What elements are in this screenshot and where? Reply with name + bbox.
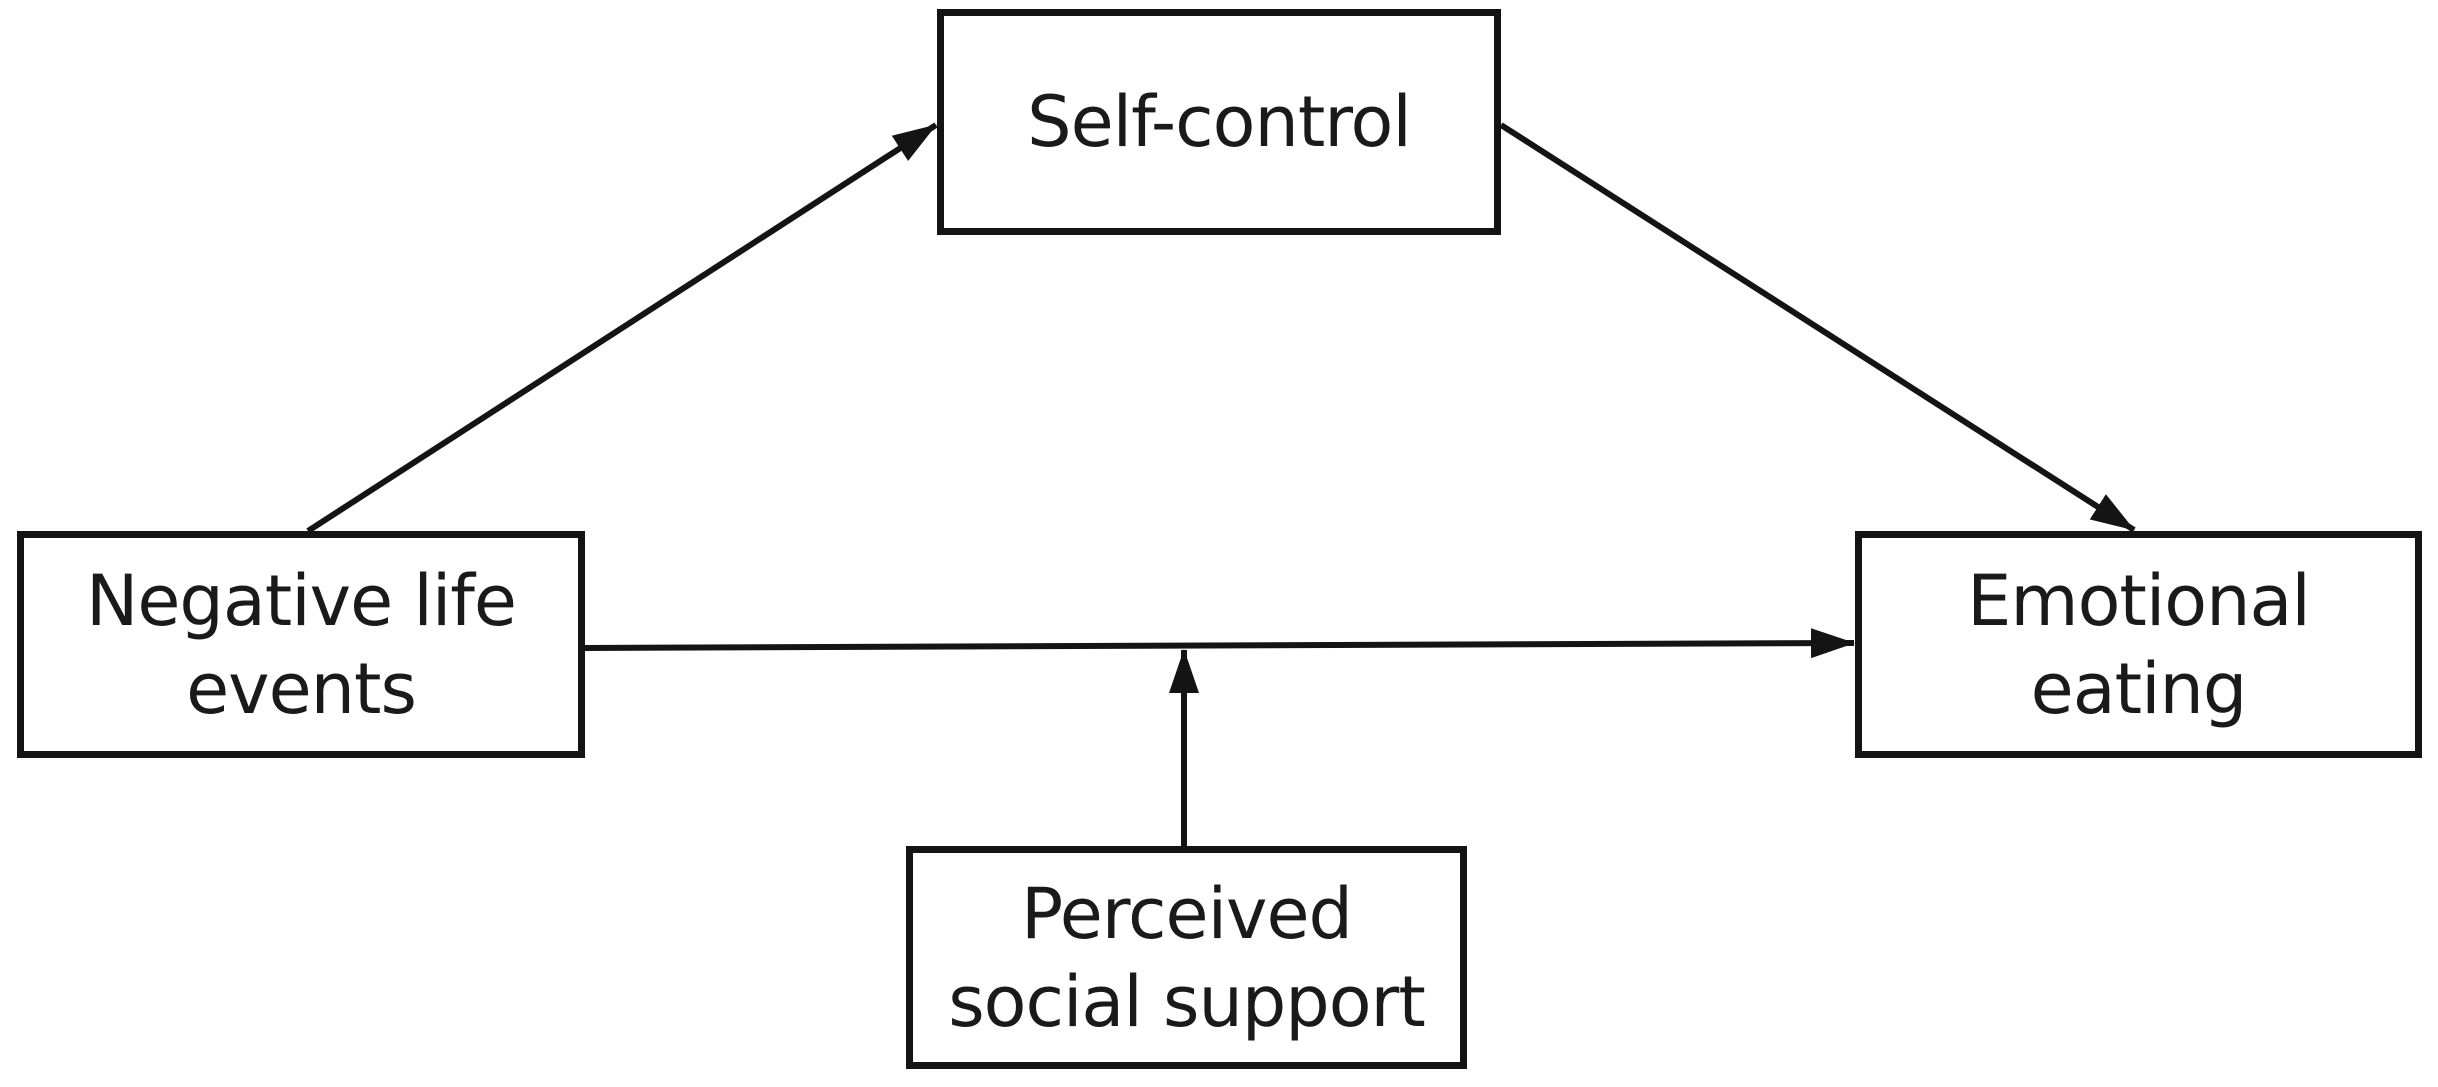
node-perceived-social-support: Perceived social support [906,846,1467,1069]
node-perceived-social-support-label-line-2: social support [948,960,1426,1043]
arrow-self-control-to-emotional-eating [1499,122,2136,533]
node-negative-life-events-label-line-2: events [186,647,417,730]
arrow-negative-life-events-to-self-control [306,122,938,534]
arrow-negative-life-events-to-emotional-eating [584,628,1855,659]
node-self-control-label-line-1: Self-control [1027,81,1412,163]
node-emotional-eating-label-line-1: Emotional [1967,559,2311,642]
node-negative-life-events-label-line-1: Negative life [85,559,517,642]
node-emotional-eating-label-line-2: eating [2030,647,2248,730]
node-perceived-social-support-label-line-1: Perceived [1021,872,1353,955]
node-negative-life-events: Negative life events [17,531,585,758]
node-self-control: Self-control [937,9,1501,235]
node-emotional-eating: Emotional eating [1855,531,2422,758]
